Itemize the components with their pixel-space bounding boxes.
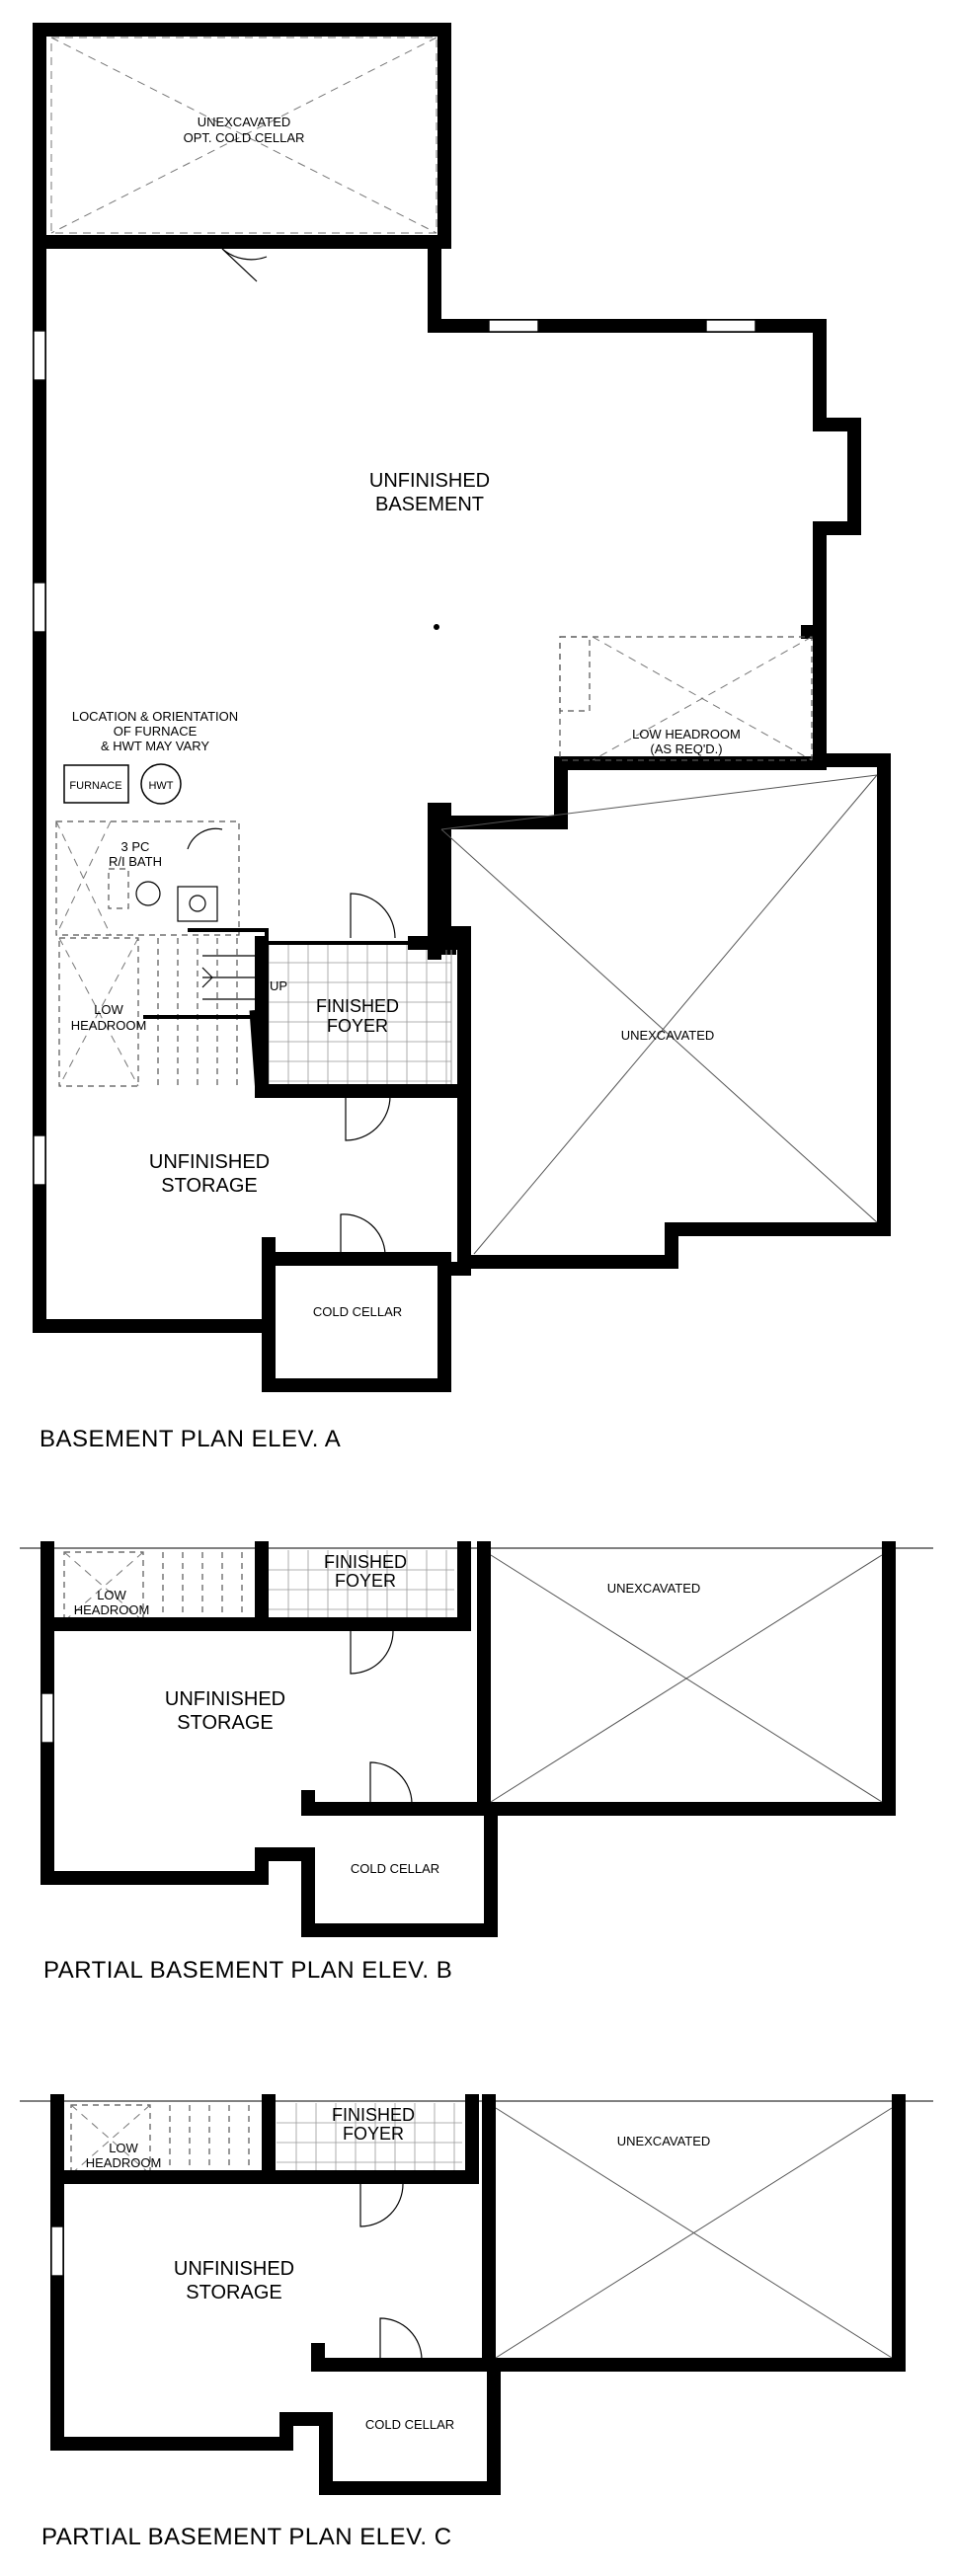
label-furnace-note-2: OF FURNACE [114, 724, 198, 739]
label-up: UP [270, 978, 287, 993]
label-cold-cellar-c: COLD CELLAR [365, 2417, 454, 2432]
furnace-unit [63, 764, 129, 804]
label-bath-1: 3 PC [121, 839, 150, 854]
label-furnace: FURNACE [69, 780, 121, 792]
exterior-wall-right-a [428, 309, 861, 639]
window [40, 1692, 54, 1744]
finished-foyer-tiles-c [277, 2103, 462, 2177]
door [350, 893, 396, 939]
exterior-wall-b [40, 1541, 896, 1937]
plan-title-b: PARTIAL BASEMENT PLAN ELEV. B [43, 1957, 452, 1984]
label-hwt: HWT [148, 780, 173, 792]
exterior-wall-a [33, 235, 471, 1392]
plan-elev-a: UNEXCAVATED OPT. COLD CELLAR UNFINISHED … [33, 23, 891, 1452]
label-cold-cellar-a: COLD CELLAR [313, 1304, 402, 1319]
label-unexcavated-b: UNEXCAVATED [607, 1581, 701, 1596]
plan-elev-c: LOW HEADROOM FINISHED FOYER UNEXCAVATED … [20, 2094, 933, 2550]
label-low-headroom-right-1: LOW HEADROOM [632, 727, 741, 742]
label-low-headroom-left-1: LOW [94, 1002, 123, 1017]
label-bath-2: R/I BATH [109, 854, 162, 869]
label-finished-foyer-c-2: FOYER [343, 2124, 404, 2144]
label-finished-foyer-b-2: FOYER [335, 1571, 396, 1591]
label-unexcavated-top-1: UNEXCAVATED [198, 115, 291, 129]
plan-title-c: PARTIAL BASEMENT PLAN ELEV. C [41, 2524, 452, 2550]
label-unfinished-storage-c-1: UNFINISHED [174, 2258, 294, 2280]
label-cold-cellar-b: COLD CELLAR [351, 1861, 439, 1876]
door [345, 1095, 391, 1141]
label-furnace-note-3: & HWT MAY VARY [101, 739, 209, 753]
label-low-headroom-b-2: HEADROOM [74, 1602, 150, 1617]
label-unfinished-storage-b-1: UNFINISHED [165, 1688, 285, 1710]
wall-segment [428, 756, 568, 960]
window [50, 2225, 64, 2277]
door [359, 2183, 404, 2227]
window [33, 1134, 46, 1186]
foyer-wall-a [255, 936, 471, 1098]
exterior-wall-c [50, 2094, 906, 2495]
label-low-headroom-right-2: (AS REQ'D.) [650, 742, 722, 756]
label-unexcavated-c: UNEXCAVATED [617, 2134, 711, 2148]
label-unfinished-storage-1: UNFINISHED [149, 1151, 270, 1173]
label-finished-foyer-b-1: FINISHED [324, 1552, 407, 1572]
finished-foyer-tiles-b [269, 1550, 454, 1624]
label-unfinished-storage-c-2: STORAGE [186, 2282, 281, 2303]
label-low-headroom-left-2: HEADROOM [71, 1018, 147, 1033]
window [33, 330, 46, 381]
label-finished-foyer-2: FOYER [327, 1016, 388, 1036]
label-low-headroom-c-2: HEADROOM [86, 2155, 162, 2170]
plan-title-a: BASEMENT PLAN ELEV. A [40, 1426, 341, 1452]
bath-area-a [55, 820, 240, 936]
stairs-a [58, 928, 270, 1094]
plan-elev-b: LOW HEADROOM FINISHED FOYER UNEXCAVATED … [20, 1541, 933, 1984]
label-finished-foyer-1: FINISHED [316, 996, 399, 1016]
window [705, 319, 756, 333]
label-low-headroom-c-1: LOW [109, 2141, 138, 2155]
marker-dot [434, 624, 439, 630]
label-unexcavated-right: UNEXCAVATED [621, 1028, 715, 1043]
door [369, 1761, 413, 1804]
label-unexcavated-top-2: OPT. COLD CELLAR [184, 130, 305, 145]
unexcavated-opt-cold-cellar-area [50, 37, 437, 234]
window [33, 582, 46, 633]
cold-cellar-opt-wall [33, 23, 451, 249]
unexcavated-area-a [440, 774, 878, 1255]
hwt-unit [140, 763, 182, 805]
label-furnace-note-1: LOCATION & ORIENTATION [72, 709, 238, 724]
label-finished-foyer-c-1: FINISHED [332, 2105, 415, 2125]
label-low-headroom-b-1: LOW [97, 1588, 126, 1602]
label-unfinished-storage-b-2: STORAGE [177, 1712, 273, 1734]
label-unfinished-basement-1: UNFINISHED [369, 470, 490, 492]
label-unfinished-storage-2: STORAGE [161, 1175, 257, 1197]
door [379, 2317, 423, 2361]
window [488, 319, 539, 333]
door [350, 1630, 394, 1675]
low-headroom-right-area [559, 636, 813, 761]
door [340, 1213, 386, 1255]
label-unfinished-basement-2: BASEMENT [375, 494, 484, 515]
door [221, 248, 268, 282]
